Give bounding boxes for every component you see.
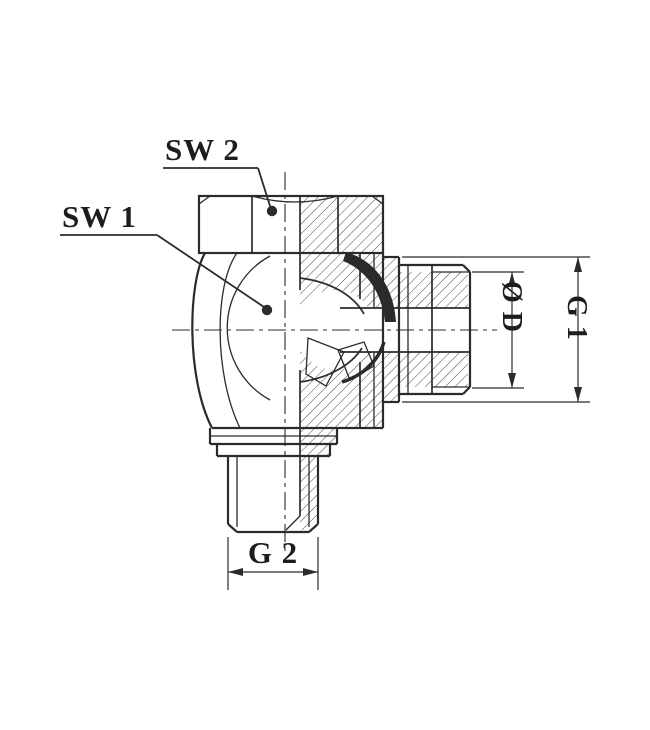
flow-channel: [285, 196, 472, 532]
dim-g2: G 2: [227, 535, 319, 590]
label-sw2: SW 2: [165, 132, 240, 167]
label-g1: G 1: [561, 295, 592, 341]
label-dia-d: Ø D: [496, 281, 527, 333]
dim-dia-d: Ø D: [472, 271, 527, 389]
sw2-leader-line: [257, 167, 272, 210]
label-g2: G 2: [248, 535, 298, 570]
sw2-callout: SW 2: [163, 132, 278, 217]
label-sw1: SW 1: [62, 199, 137, 234]
sw1-leader-dot: [261, 304, 273, 316]
right-port: [340, 255, 472, 404]
sw2-leader-dot: [266, 205, 278, 217]
top-hex-nut: [197, 194, 385, 255]
dim-g1: G 1: [402, 256, 592, 403]
sw1-leader-line: [156, 234, 265, 308]
bottom-stud: [208, 428, 339, 534]
swivel-body: [191, 196, 396, 516]
sw1-callout: SW 1: [60, 199, 273, 316]
